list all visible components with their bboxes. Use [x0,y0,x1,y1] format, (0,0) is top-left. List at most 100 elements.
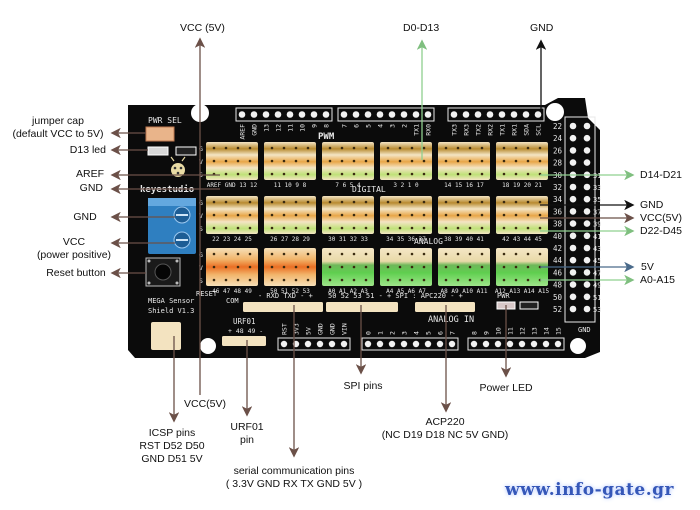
side-pin [583,147,591,154]
label-vcc-left: VCC (power positive) [32,236,116,262]
side-pin [583,122,591,130]
header-pin [462,111,470,118]
power-pin-label: GND [329,323,337,335]
header-pin-label: 10 [299,124,307,132]
label-gnd-left1: GND [79,182,103,194]
sensor-block: A8 A9 A10 A11 [438,248,490,295]
sensor-block: A4 A5 A6 A7 [380,248,432,295]
analog-pin-label: 10 [495,327,503,335]
header-pin-label: 3 [389,124,397,128]
reset-button-part[interactable] [145,257,181,287]
watermark: www.info-gate.gr [505,480,674,500]
header-pin-label: 11 [287,124,295,132]
label-icsp-line3: GND D51 5V [141,453,203,465]
sensor-block: A0 A1 A2 A3 [322,248,374,295]
block-pin-numbers: 46 47 48 49 [212,288,252,295]
sensor-block: 42 43 44 45 [496,196,548,243]
analog-pin-label: 15 [555,327,563,335]
sensor-block: 50 51 52 53 [264,248,316,295]
block-pin-numbers: 3 2 1 0 [393,182,419,189]
header-pin-label: 2 [401,124,409,128]
label-d0-d13: D0-D13 [403,22,440,34]
sensor-block: 38 39 40 41 [438,196,490,243]
keyestudio-logo-icon [170,156,186,177]
analog-in-label: ANALOG IN [428,315,474,325]
sensor-block: AREF GND 13 12 [206,142,258,189]
header-pin [274,111,282,118]
side-pin [583,244,591,252]
sensor-block: 7 6 5 4 [322,142,374,189]
label-urf01-line1: URF01 [230,421,264,433]
header-pin [298,111,306,118]
side-pin [569,244,577,252]
side-pin [583,232,591,240]
side-pin-label-even: 52 [553,305,562,314]
side-pin-label-even: 26 [553,146,563,155]
analog-pin-label: 7 [449,331,457,335]
label-vcc-top: VCC (5V) [180,22,225,34]
block-pin-numbers: 7 6 5 4 [335,182,361,189]
side-pin-label-even: 28 [553,159,563,168]
label-icsp-line2: RST D52 D50 [139,440,205,452]
side-pin-label-odd: 43 [593,245,601,253]
jumper-cap[interactable] [145,126,175,142]
analog-pin-label: 4 [413,331,421,335]
header-pin [250,111,258,118]
side-pin [569,208,577,215]
side-pin [569,147,577,154]
side-pin [583,281,591,288]
block-pin-numbers: A0 A1 A2 A3 [328,288,368,295]
sensor-block: 14 15 16 17 [438,142,490,189]
block-pin-numbers: 30 31 32 33 [328,236,368,243]
gvs-letter: V [199,212,203,220]
gnd-corner-label: GND [578,326,591,334]
label-vcc-left-line2: (power positive) [36,249,112,261]
side-pin [569,134,577,142]
header-pin [238,111,246,118]
analog-pin-label: 3 [401,331,409,335]
side-pin-label-even: 48 [553,281,563,290]
header-pin [400,111,408,118]
side-pin-label-even: 40 [553,232,563,241]
digital-label: DIGITAL [352,185,386,194]
sensor-block: 11 10 9 8 [264,142,316,189]
label-d13-led: D13 led [69,144,106,156]
side-pin [569,232,577,240]
label-aref: AREF [75,168,104,180]
side-pin-label-even: 24 [553,134,563,143]
analog-pin-label: 2 [389,331,397,335]
label-vcc-left-line1: VCC [62,236,86,248]
header-pin-label: 5 [365,124,373,128]
spi-connector [326,302,398,312]
header-pin-label: RX2 [487,124,495,136]
label-spi-pins: SPI pins [343,380,383,392]
power-terminal-block [148,198,196,254]
block-pin-numbers: 38 39 40 41 [444,236,484,243]
power-pin-label: VIN [341,323,349,335]
header-pin [376,111,384,118]
header-pin [522,111,530,118]
power-pin-label: 5V [305,327,313,335]
side-pin-label-even: 22 [553,122,562,131]
analog-pin-label: 1 [377,331,385,335]
sensor-block: 22 23 24 25 [206,196,258,243]
side-pin-label-odd: 45 [593,257,601,265]
label-serial-line1: serial communication pins [233,465,355,477]
block-pin-numbers: AREF GND 13 12 [207,182,258,189]
header-pin-label: GND [251,124,259,136]
header-pin [534,111,542,118]
header-pin-label: 12 [275,124,283,132]
block-pin-numbers: A4 A5 A6 A7 [386,288,426,295]
analog-label: ANALOG [414,237,443,246]
header-pin-label: RX0 [425,124,433,136]
label-a0-a15: A0-A15 [640,274,676,286]
side-pin [583,293,591,301]
gvs-letter: V [199,158,203,166]
analog-pin-label: 5 [425,331,433,335]
side-pin-label-odd: 37 [593,208,601,216]
